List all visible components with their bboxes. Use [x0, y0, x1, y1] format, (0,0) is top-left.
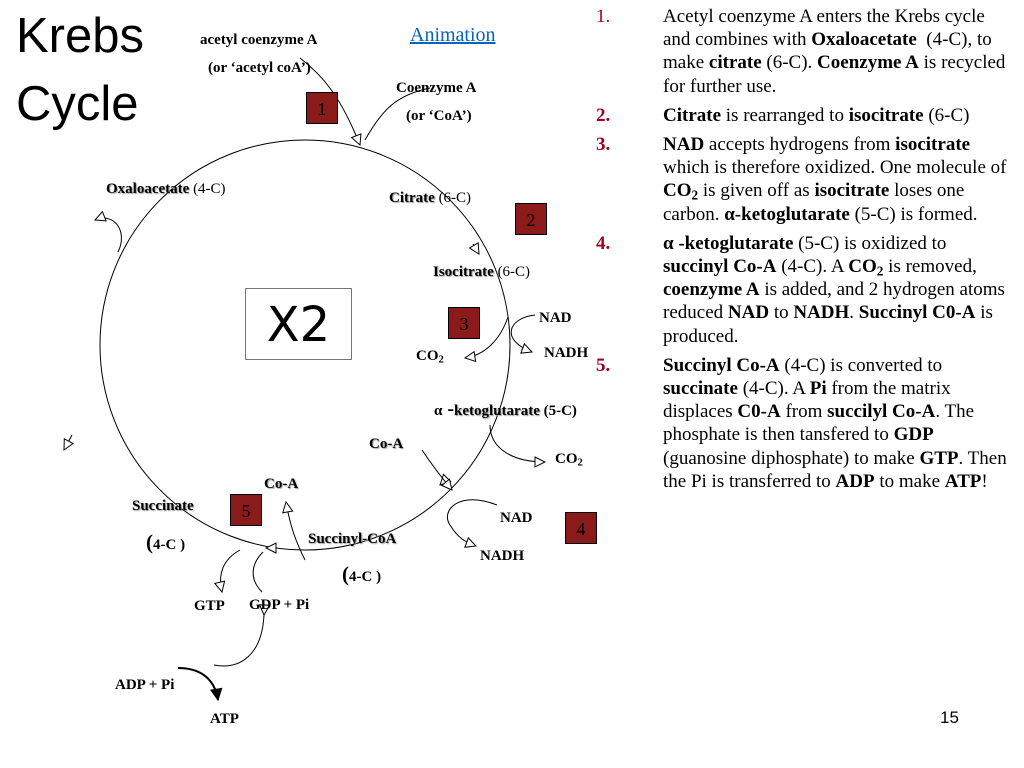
coa-release-arrow-5 — [286, 502, 306, 561]
step-text: Acetyl coenzyme A enters the Krebs cycle… — [663, 6, 1006, 97]
page-number: 15 — [940, 708, 959, 727]
citrate-carbons: (6-C) — [438, 190, 472, 206]
step-box-1: 1 — [306, 92, 338, 124]
step-text: Citrate is rearranged to isocitrate (6-C… — [663, 104, 970, 126]
cycle-direction-arrow — [473, 244, 479, 254]
co2-label-4: CO2 — [555, 451, 583, 468]
step-item: 5. Succinyl Co-A (4-C) is converted to su… — [596, 354, 1008, 493]
oxaloacetate-name: Oxaloacetate — [106, 181, 190, 197]
animation-link[interactable]: Animation — [410, 24, 496, 46]
akg-alpha: α — [434, 403, 443, 419]
citrate-name: Citrate — [389, 190, 435, 206]
co2-text-4: CO — [555, 451, 578, 467]
coenzyme-a-abbrev: (or ‘CoA’) — [406, 108, 472, 124]
krebs-cycle-diagram — [0, 57, 590, 768]
co2-sub-4: 2 — [577, 457, 583, 469]
step-item: 1. Acetyl coenzyme A enters the Krebs cyc… — [596, 5, 1008, 98]
co2-release-arrow-3 — [465, 316, 509, 358]
nad-label-3: NAD — [539, 310, 572, 326]
atp-label: ATP — [210, 711, 239, 727]
slide-title-line2: Cycle — [16, 77, 139, 131]
succinyl-coa-label: Succinyl-CoA — [308, 531, 397, 547]
step-number: 3. — [596, 134, 611, 156]
nadh-label-3: NADH — [544, 345, 589, 361]
gtp-label: GTP — [194, 598, 225, 614]
step-item: 2. Citrate is rearranged to isocitrate (6… — [596, 104, 1008, 127]
step-box-2: 2 — [515, 203, 547, 235]
co2-sub-3: 2 — [438, 354, 444, 366]
step-box-4: 4 — [565, 512, 597, 544]
gtp-arrow — [221, 549, 241, 592]
coa-label-5: Co-A — [264, 476, 299, 492]
alpha-ketoglutarate-label: α -ketoglutarate (5-C) — [434, 398, 577, 421]
gdp-line — [252, 551, 264, 593]
akg-name: ketoglutarate — [454, 403, 540, 419]
co2-release-arrow-4 — [489, 424, 545, 462]
succinate-label: Succinate — [132, 498, 194, 514]
succinate-carbons: 4-C ) — [153, 537, 186, 553]
slide-title-line1: Krebs — [16, 9, 145, 63]
step-explanation-list: 1. Acetyl coenzyme A enters the Krebs cyc… — [596, 5, 1008, 499]
acetyl-coa-label: acetyl coenzyme A — [200, 32, 318, 48]
isocitrate-carbons: (6-C) — [497, 264, 531, 280]
nad-nadh-arrow-3 — [510, 314, 536, 352]
step-box-3: 3 — [448, 307, 480, 339]
gdp-pi-label: GDP + Pi — [249, 597, 310, 613]
step-text: α -ketoglutarate (5-C) is oxidized to su… — [663, 232, 1005, 347]
co2-label-3: CO2 — [416, 348, 444, 365]
step-box-5: 5 — [230, 494, 262, 526]
coenzyme-a-label: Coenzyme A — [396, 80, 477, 96]
akg-dash: - — [442, 398, 455, 420]
coa-label-4: Co-A — [369, 436, 404, 452]
isocitrate-name: Isocitrate — [433, 264, 494, 280]
citrate-label: Citrate (6-C) — [389, 190, 471, 207]
acetyl-coa-abbrev: (or ‘acetyl coA’) — [208, 60, 311, 76]
step-text: Succinyl Co-A (4-C) is converted to succ… — [663, 354, 1007, 492]
gtp-to-gdp-arrow — [213, 615, 264, 667]
step-item: 4. α -ketoglutarate (5-C) is oxidized to … — [596, 232, 1008, 348]
akg-carbons: (5-C) — [543, 403, 577, 419]
cycle-direction-arrow — [64, 434, 72, 450]
acetyl-entry-arrow — [299, 57, 360, 145]
step-number: 5. — [596, 354, 611, 376]
nad-label-4: NAD — [500, 510, 533, 526]
coa-exit-curve — [364, 87, 431, 141]
adp-atp-arrow — [177, 667, 218, 700]
multiplier-box: X2 — [245, 288, 352, 360]
cycle-direction-arrow — [95, 218, 122, 253]
succinate-paren: ( — [146, 530, 153, 554]
step-item: 3. NAD accepts hydrogens from isocitrate … — [596, 133, 1008, 226]
succinyl-coa-carbons-label: (4-C ) — [342, 562, 381, 587]
step-number: 2. — [596, 104, 611, 126]
succinyl-paren: ( — [342, 562, 349, 586]
nad-nadh-arrow-4 — [446, 499, 498, 546]
step-number: 1. — [596, 6, 611, 27]
adp-pi-label: ADP + Pi — [115, 677, 175, 693]
oxaloacetate-label: Oxaloacetate (4-C) — [106, 181, 226, 198]
step-text: NAD accepts hydrogens from isocitrate wh… — [663, 134, 1007, 225]
co2-text-3: CO — [416, 348, 439, 364]
isocitrate-label: Isocitrate (6-C) — [433, 264, 530, 281]
oxaloacetate-carbons: (4-C) — [193, 181, 226, 197]
cycle-circle — [99, 139, 511, 551]
succinyl-carbons: 4-C ) — [349, 569, 382, 585]
nadh-label-4: NADH — [480, 548, 525, 564]
succinate-carbons-label: (4-C ) — [146, 530, 185, 555]
coa-entry-arrow-4 — [421, 449, 452, 490]
step-number: 4. — [596, 232, 611, 254]
